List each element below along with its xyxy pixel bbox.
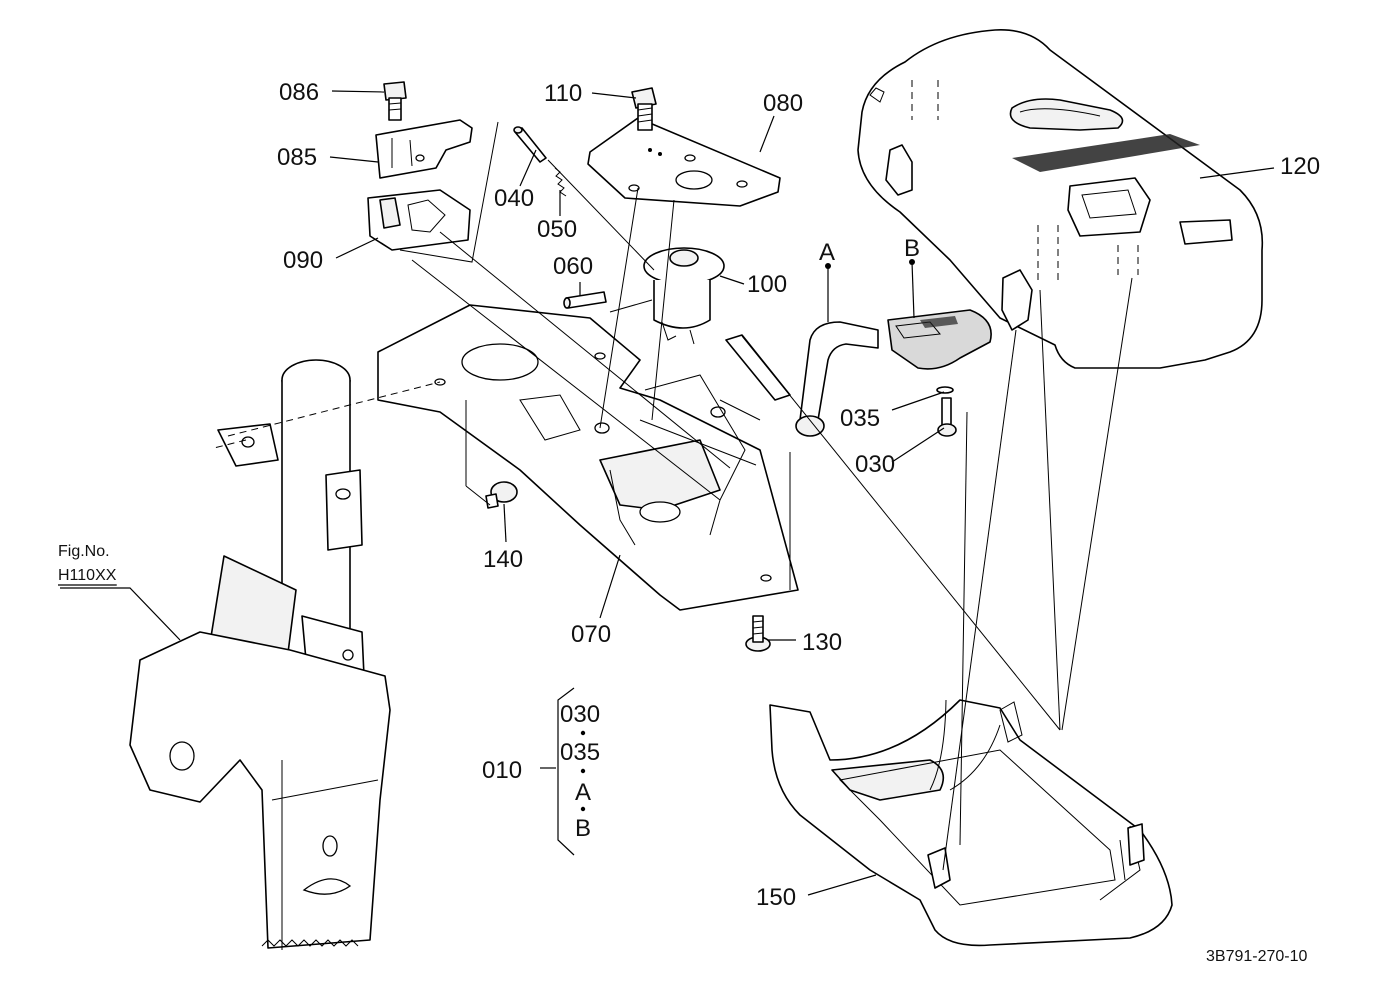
part-060-pin[interactable]: [563, 291, 607, 309]
leader-lines: [60, 90, 1275, 896]
part-140-screw[interactable]: [485, 481, 518, 509]
part-knob-b[interactable]: [887, 309, 992, 370]
part-086-bolt[interactable]: [383, 81, 407, 121]
callout-086: 086: [279, 79, 319, 106]
part-100-switch[interactable]: [643, 247, 725, 345]
callout-140: 140: [483, 546, 523, 573]
kit-item-4: B: [575, 815, 591, 842]
callout-085: 085: [277, 144, 317, 171]
callout-130: 130: [802, 629, 842, 656]
lever-rod[interactable]: [725, 321, 879, 437]
figure-ref-number: H110XX: [58, 567, 117, 584]
part-120-upper-cover[interactable]: [857, 29, 1264, 369]
callout-030: 030: [855, 451, 895, 478]
alignment-lines: [213, 121, 1133, 871]
kit-item-2: 035: [560, 739, 600, 766]
callout-090: 090: [283, 247, 323, 274]
part-035-washer[interactable]: [936, 386, 954, 394]
callout-A: A: [819, 239, 835, 266]
callout-B: B: [904, 235, 920, 262]
part-070-main-plate[interactable]: [377, 304, 799, 611]
kit-parent: 010: [482, 757, 522, 784]
part-030-screw[interactable]: [937, 397, 957, 437]
part-150-lower-cover[interactable]: [769, 699, 1173, 947]
part-110-bolt[interactable]: [631, 87, 657, 131]
callout-080: 080: [763, 90, 803, 117]
callout-labels: 086 110 080 085 040 050 120 090 060 100 …: [277, 79, 1320, 911]
figure-reference[interactable]: Fig.No. H110XX: [58, 543, 117, 586]
part-040-pin[interactable]: [513, 126, 547, 163]
part-090-holder[interactable]: [367, 189, 471, 251]
callout-110: 110: [544, 80, 582, 107]
figure-ref-label: Fig.No.: [58, 543, 110, 560]
part-130-screw[interactable]: [745, 615, 771, 652]
part-080-plate[interactable]: [587, 117, 781, 207]
kit-item-1: 030: [560, 701, 600, 728]
callout-100: 100: [747, 271, 787, 298]
callout-070: 070: [571, 621, 611, 648]
part-085-bracket[interactable]: [375, 119, 473, 179]
kit-group-010: 010 030 035 A B: [482, 687, 600, 856]
kit-item-3: A: [575, 779, 591, 806]
callout-050: 050: [537, 216, 577, 243]
drawing-number: 3B791-270-10: [1206, 948, 1308, 965]
steering-column-frame[interactable]: [129, 359, 391, 950]
callout-035: 035: [840, 405, 880, 432]
callout-040: 040: [494, 185, 534, 212]
callout-150: 150: [756, 884, 796, 911]
callout-060: 060: [553, 253, 593, 280]
callout-120: 120: [1280, 153, 1320, 180]
part-050-spring[interactable]: [554, 167, 567, 197]
